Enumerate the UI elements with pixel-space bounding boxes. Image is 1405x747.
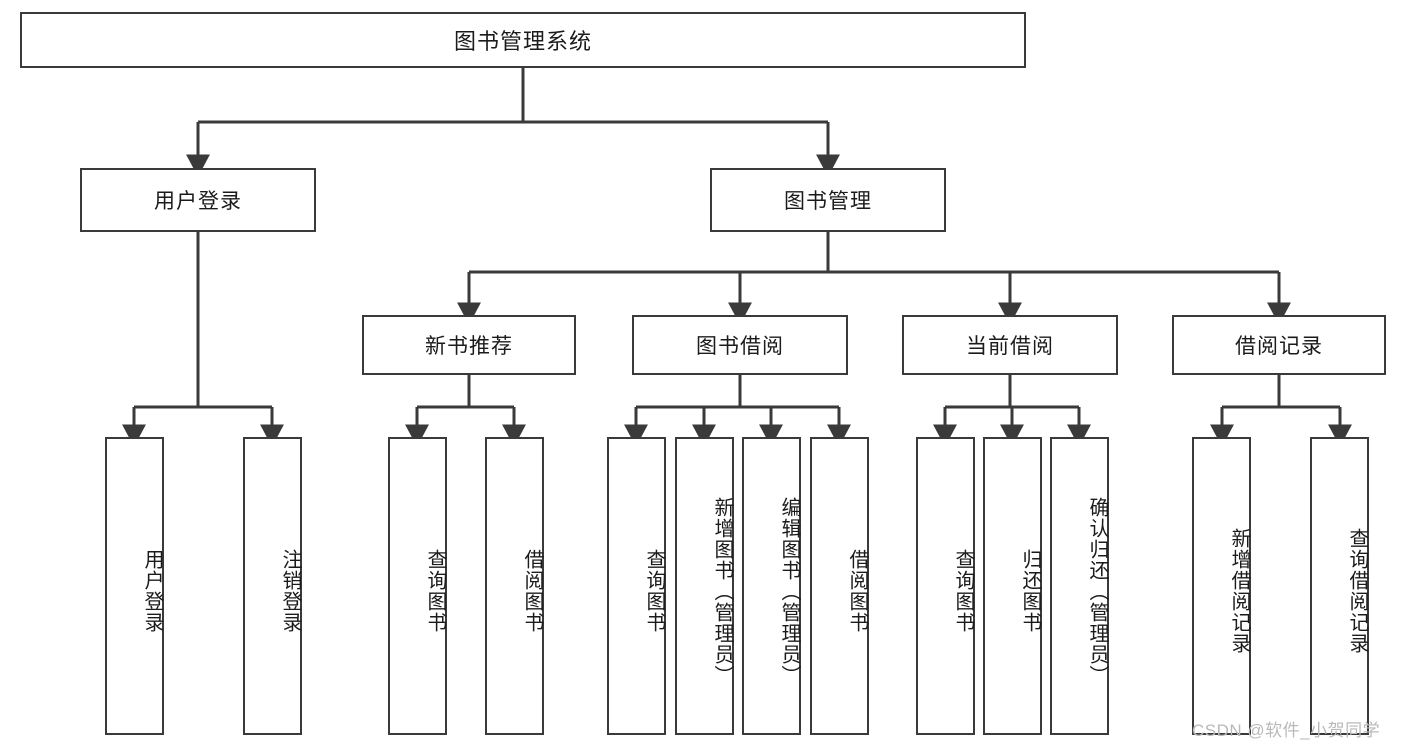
node-root-system[interactable]: 图书管理系统	[20, 12, 1026, 68]
leaf-current-return-book[interactable]: 归还图书	[983, 437, 1042, 735]
leaf-recommend-query-book[interactable]: 查询图书	[388, 437, 447, 735]
leaf-borrow-query-book[interactable]: 查询图书	[607, 437, 666, 735]
node-borrow-record[interactable]: 借阅记录	[1172, 315, 1386, 375]
node-book-management[interactable]: 图书管理	[710, 168, 946, 232]
leaf-record-add-record[interactable]: 新增借阅记录	[1192, 437, 1251, 735]
node-new-book-recommend[interactable]: 新书推荐	[362, 315, 576, 375]
node-book-borrow[interactable]: 图书借阅	[632, 315, 848, 375]
watermark-csdn: CSDN @软件_小贺同学	[1192, 721, 1381, 740]
node-current-borrow[interactable]: 当前借阅	[902, 315, 1118, 375]
leaf-user-login-login[interactable]: 用户登录	[105, 437, 164, 735]
leaf-borrow-add-book-admin[interactable]: 新增图书（管理员）	[675, 437, 734, 735]
leaf-borrow-edit-book-admin[interactable]: 编辑图书（管理员）	[742, 437, 801, 735]
leaf-record-query-record[interactable]: 查询借阅记录	[1310, 437, 1369, 735]
node-user-login[interactable]: 用户登录	[80, 168, 316, 232]
leaf-current-confirm-return-admin[interactable]: 确认归还（管理员）	[1050, 437, 1109, 735]
leaf-recommend-borrow-book[interactable]: 借阅图书	[485, 437, 544, 735]
leaf-borrow-borrow-book[interactable]: 借阅图书	[810, 437, 869, 735]
leaf-current-query-book[interactable]: 查询图书	[916, 437, 975, 735]
leaf-user-login-logout[interactable]: 注销登录	[243, 437, 302, 735]
